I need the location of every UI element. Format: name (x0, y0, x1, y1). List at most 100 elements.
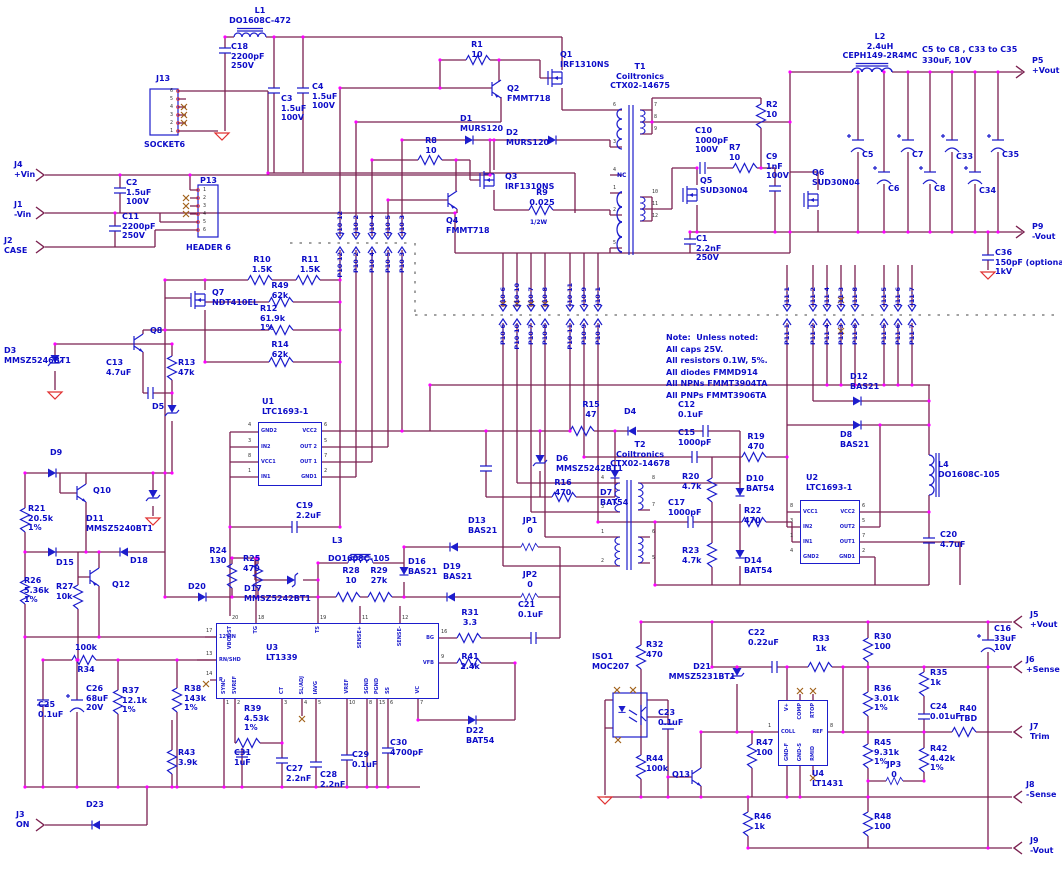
ic-pin-label: RTOP (810, 703, 816, 718)
connector-pin-chevron (850, 304, 860, 313)
label-d13: D13 BAS21 (468, 516, 498, 535)
connector-pin-chevron (512, 317, 522, 326)
label-c7: C7 (912, 150, 924, 159)
notes-block: Note: Unless noted: All caps 25V. All re… (666, 333, 768, 400)
label-c29: C29 0.1uF (352, 750, 378, 769)
pin-number: 20 (232, 615, 239, 621)
ic-pin-vcc2: VCC2 (840, 509, 855, 515)
label-q3: Q3 IRF1310NS (505, 172, 555, 191)
label-c9: C9 1nF 100V (766, 152, 789, 180)
label-d11: D11 MMSZ5240BT1 (86, 514, 153, 533)
pin-number: 8 (652, 475, 656, 481)
ic-pin-gnd2: GND2 (803, 554, 819, 560)
connector-pin-label: J10-2 (352, 215, 360, 234)
pin-number: 8 (654, 114, 658, 120)
pin-number: 4 (601, 475, 605, 481)
pin-number: 5 (652, 555, 656, 561)
label-j5: J5 +Vout (1030, 610, 1058, 629)
ic-pin-gnd2: GND2 (261, 428, 277, 434)
connector-pin-chevron (808, 304, 818, 313)
connector-pin-chevron (335, 232, 345, 241)
pin-number: 8 (790, 503, 794, 509)
label-c34: C34 (979, 186, 997, 195)
connector-pin-chevron (808, 317, 818, 326)
ic-pin-coll: COLL (781, 729, 796, 735)
label-d6: D6 MMSZ5242BT1 (556, 454, 623, 473)
label-r39: R39 4.53k 1% (244, 704, 270, 732)
connector-pin-chevron (526, 317, 536, 326)
label-l3: L3 (332, 536, 343, 545)
label-socket6: SOCKET6 (144, 140, 186, 149)
label-c18: C18 2200pF 250V (231, 42, 265, 70)
label-c4: C4 1.5uF 100V (312, 82, 338, 110)
label-r38: R38 143k 1% (184, 684, 207, 712)
label-iso1: ISO1 MOC207 (592, 652, 630, 671)
connector-pin-chevron (879, 317, 889, 326)
label-r44: R44 100k (646, 754, 669, 773)
pin-number: 6 (862, 503, 866, 509)
pin-number: 3 (203, 203, 207, 209)
pin-number: 1 (226, 700, 230, 706)
ic-pin-label: RMID (810, 746, 816, 761)
connector-pin-chevron (351, 245, 361, 254)
connector-pin-label: P10-1 (594, 324, 602, 346)
label-u2: U2 LTC1693-1 (806, 473, 853, 492)
label-u3: U3 LT1339 (266, 643, 298, 662)
label-c24: C24 0.01uF (930, 702, 961, 721)
connector-pin-label: P11-7 (908, 324, 916, 346)
label-t1: T1 Coiltronics CTX02-14675 (610, 62, 670, 90)
connector-pin-chevron (565, 317, 575, 326)
connector-pin-label: P11-3 (837, 324, 845, 346)
ic-pin-label: SENSE+ (357, 626, 363, 649)
label-c12: C12 0.1uF (678, 400, 704, 419)
connector-pin-label: P11-2 (809, 324, 817, 346)
label-u4: U4 LT1431 (812, 769, 844, 788)
label-p9: P9 -Vout (1032, 222, 1056, 241)
label-d15: D15 (56, 558, 74, 567)
label-c3: C3 1.5uF 100V (281, 94, 307, 122)
label-d4: D4 (624, 407, 637, 416)
ic-pin-label: TG (253, 626, 259, 634)
connector-pin-chevron (540, 317, 550, 326)
label-r30: R30 100 (874, 632, 892, 651)
label-c28: C28 2.2nF (320, 770, 346, 789)
label-d12: D12 BAS21 (850, 372, 880, 391)
label-j4: J4 +Vin (14, 160, 36, 179)
pin-number: 1 (203, 187, 207, 193)
label-c16: C16 33uF 10V (994, 624, 1017, 652)
label-r24: R24 130 (209, 546, 227, 565)
ic-pin-label: GND-S (797, 742, 803, 761)
connector-pin-chevron (367, 232, 377, 241)
label-r46: R46 1k (754, 812, 772, 831)
pin-number: 5 (324, 438, 328, 444)
pin-number: 2 (613, 207, 617, 213)
connector-pin-label: P10-11 (566, 324, 574, 350)
label-r35: R35 1k (930, 668, 948, 687)
connector-pin-label: P10-2 (352, 252, 360, 274)
ic-pin-in2: IN2 (261, 444, 271, 450)
pin-number: 7 (324, 453, 328, 459)
connector-pin-chevron (893, 304, 903, 313)
connector-pin-chevron (579, 317, 589, 326)
label-r2: R2 10 (766, 100, 778, 119)
label-r42: R42 4.42k 1% (930, 744, 956, 772)
label-d2: D2 MURS120 (506, 128, 550, 147)
label-c22: C22 0.22uF (748, 628, 779, 647)
connector-pin-label: P11-1 (783, 324, 791, 346)
label-d5: D5 (152, 402, 165, 411)
pin-number: 1 (601, 529, 605, 535)
connector-pin-chevron (907, 304, 917, 313)
ic-pin-in2: IN2 (803, 524, 813, 530)
connector-pin-label: P10-6 (499, 324, 507, 346)
connector-pin-label: J11-2 (809, 287, 817, 306)
label-r31: R31 3.3 (461, 608, 479, 627)
ic-u4 (778, 700, 828, 766)
connector-pin-chevron (498, 304, 508, 313)
label-r27: R27 10k (56, 582, 74, 601)
ic-pin-label: SYNC (221, 678, 227, 694)
label-d3: D3 MMSZ5246BT1 (4, 346, 71, 365)
label-d9: D9 (50, 448, 63, 457)
ic-pin-out1: OUT1 (839, 539, 855, 545)
